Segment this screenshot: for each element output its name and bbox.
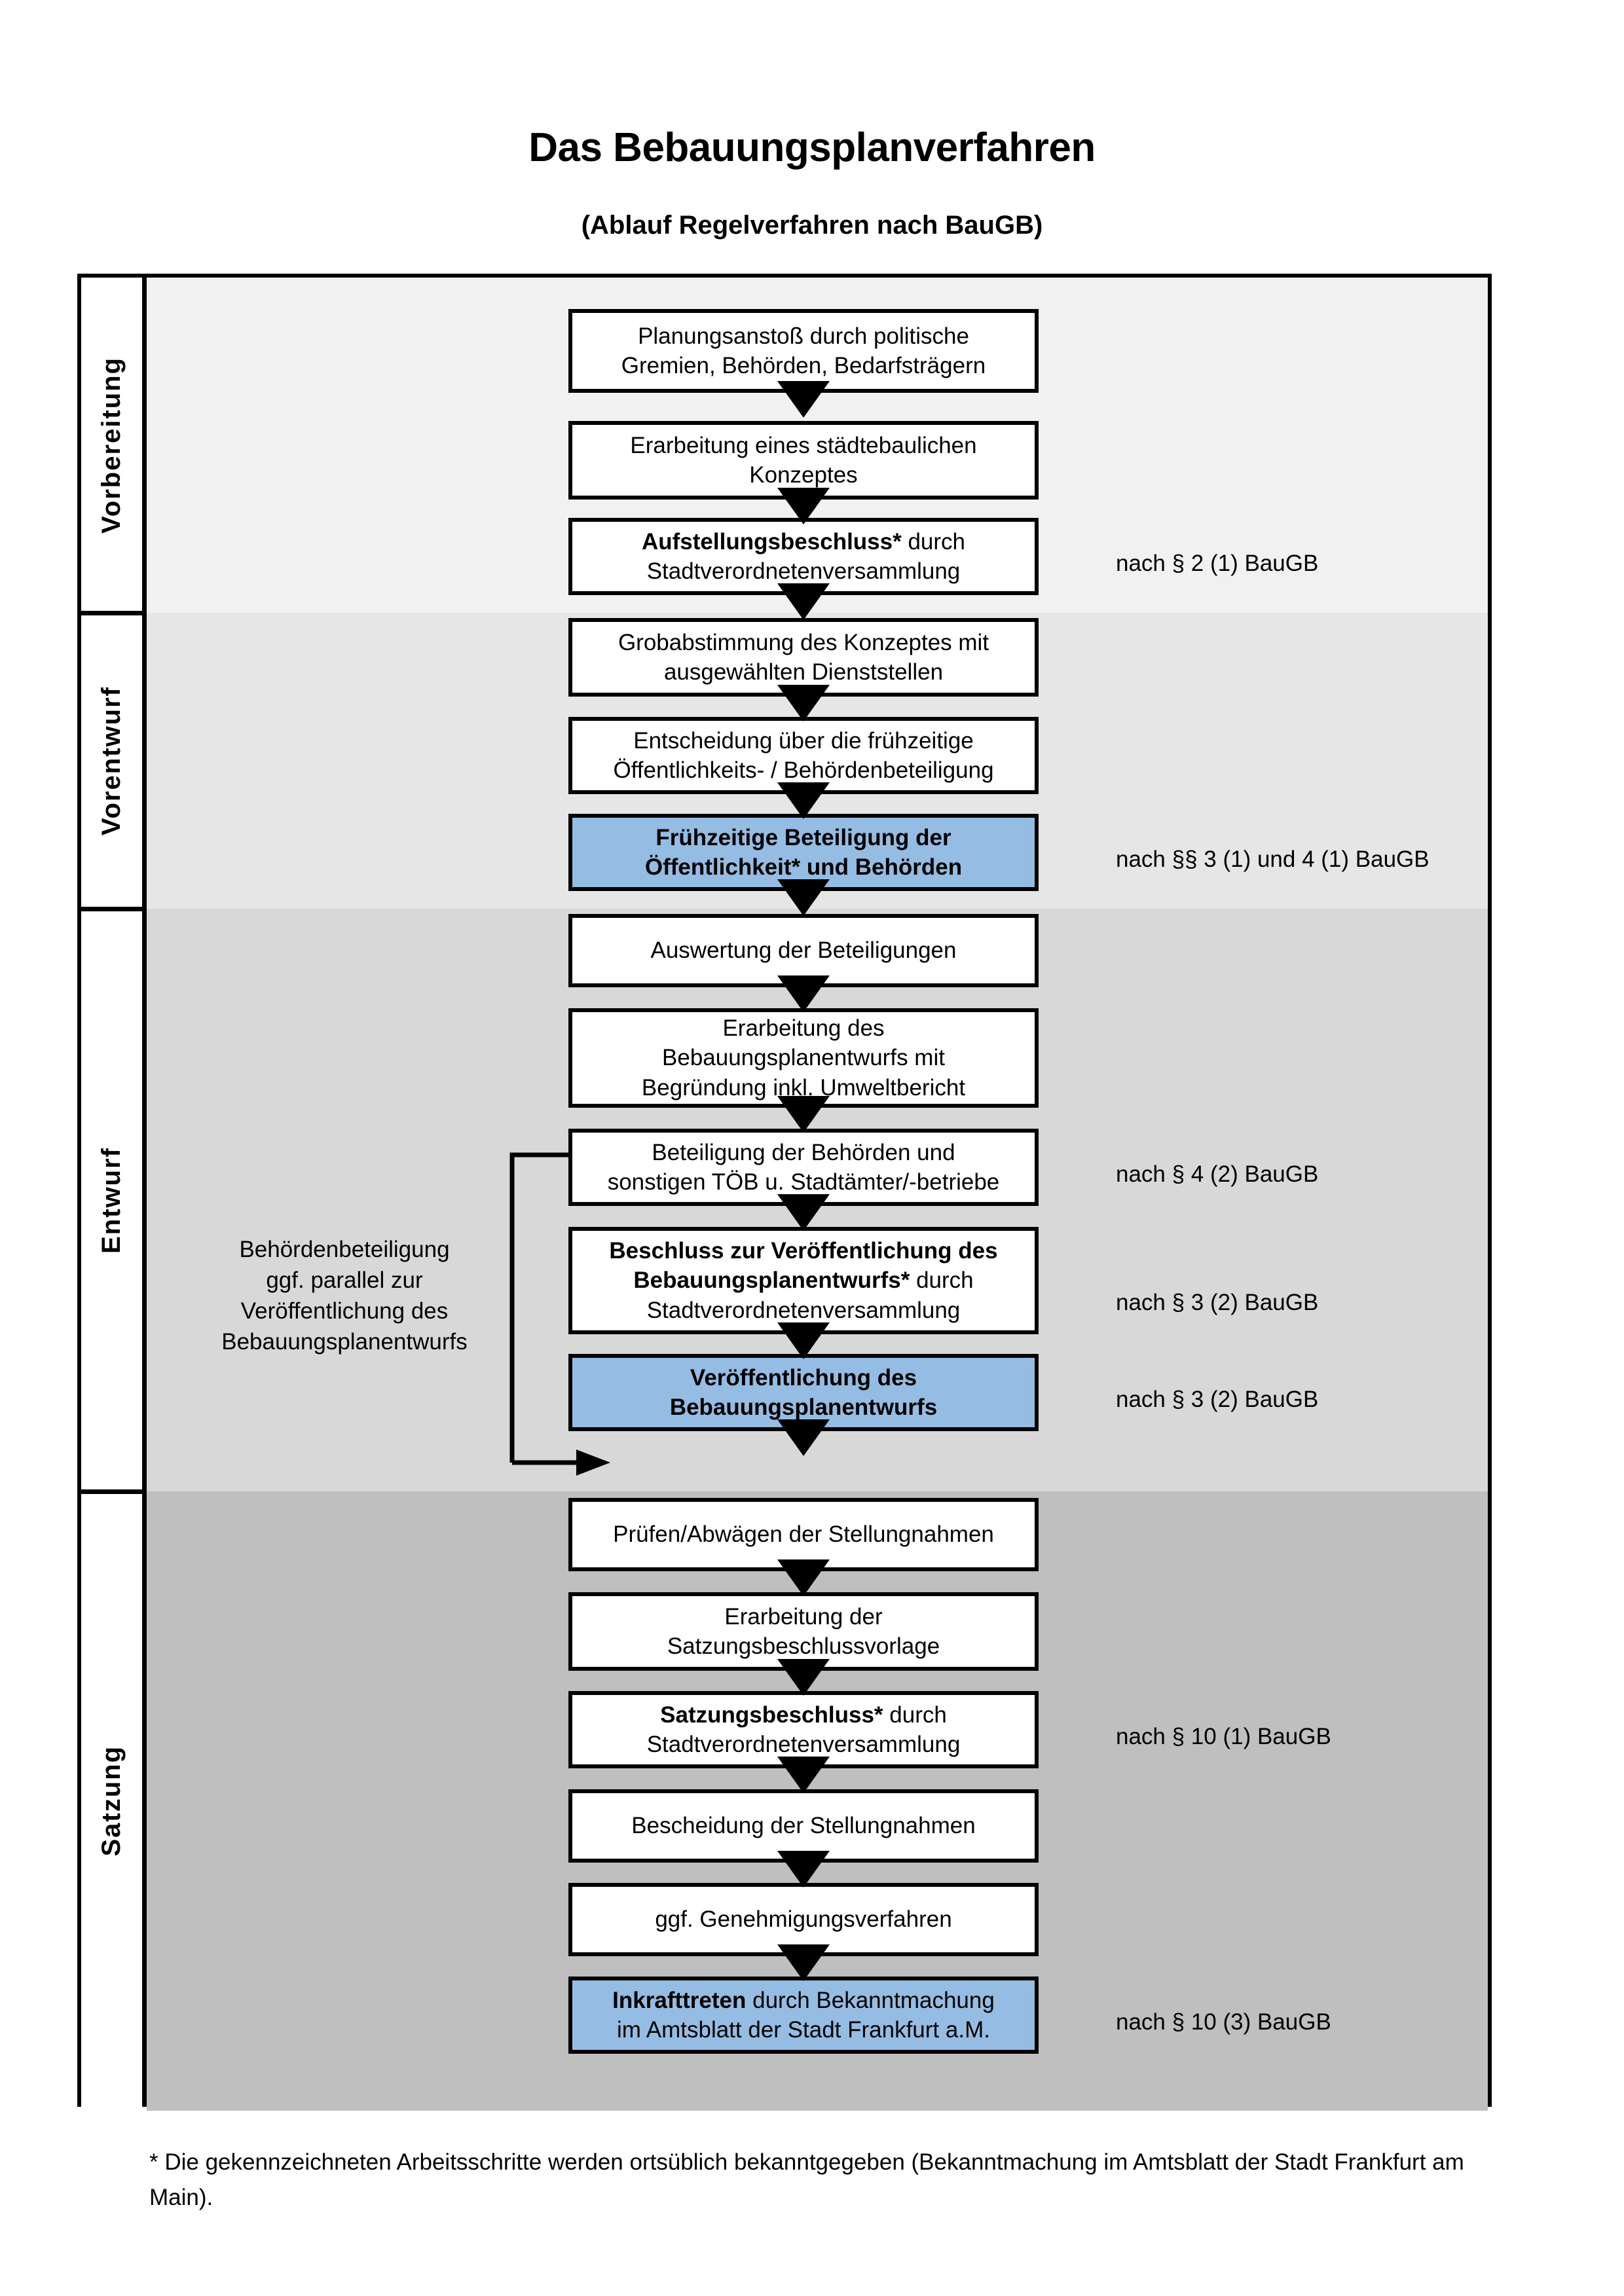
sidenote-line: Veröffentlichung des: [240, 1298, 449, 1324]
flow-arrow-down: [777, 975, 830, 1012]
flow-step-line-emphasis: Bebauungsplanentwurfs*: [633, 1267, 910, 1294]
flow-step-inkrafttreten[interactable]: Inkrafttreten durch Bekanntmachung im Amt…: [568, 1977, 1039, 2054]
flow-step-line: Stadtverordnetenversammlung: [646, 558, 961, 584]
flow-arrow-down: [777, 1851, 830, 1887]
flow-step-line: Aufstellungsbeschluss* durch: [641, 528, 966, 555]
flow-step-line: Satzungsbeschlussvorlage: [667, 1633, 940, 1659]
flow-step-line: Stadtverordnetenversammlung: [646, 1732, 961, 1757]
flow-step-line: Konzeptes: [749, 462, 858, 488]
flow-arrow-down: [777, 488, 830, 524]
flow-step-line: Bebauungsplanentwurfs mit: [662, 1045, 945, 1071]
phase-divider: [81, 1489, 147, 1494]
flow-step-line-emphasis: Aufstellungsbeschluss*: [641, 528, 902, 555]
flow-step-line: Stadtverordnetenversammlung: [646, 1297, 961, 1323]
phase-label-entwurf: Entwurf: [81, 909, 142, 1491]
legal-reference-fruehzeitige-beteiligung: nach §§ 3 (1) und 4 (1) BauGB: [1116, 847, 1430, 872]
legal-reference-aufstellungsbeschluss: nach § 2 (1) BauGB: [1116, 551, 1319, 576]
phase-label-satzung: Satzung: [81, 1491, 142, 2111]
flow-step-pruefen-abwaegen[interactable]: Prüfen/Abwägen der Stellungnahmen: [568, 1498, 1039, 1571]
flow-step-line: Erarbeitung des: [722, 1015, 885, 1041]
flow-arrow-down: [777, 381, 830, 418]
phase-divider: [81, 611, 147, 615]
phase-label-vorentwurf: Vorentwurf: [81, 613, 142, 909]
flow-arrow-down: [777, 685, 830, 721]
page-title: Das Bebauungsplanverfahren: [528, 125, 1096, 170]
flow-arrow-down: [777, 1096, 830, 1133]
flow-step-line-emphasis: Bebauungsplanentwurfs: [669, 1394, 938, 1420]
legal-reference-veroeffentlichung-entwurf: nach § 3 (2) BauGB: [1116, 1387, 1319, 1412]
flow-step-line: Bebauungsplanentwurfs* durch: [633, 1267, 974, 1294]
flow-arrow-down: [777, 1659, 830, 1696]
flow-step-line: Inkrafttreten durch Bekanntmachung: [612, 1987, 995, 2013]
flow-step-line: sonstigen TÖB u. Stadtämter/-betriebe: [607, 1169, 1000, 1195]
flow-step-grobabstimmung[interactable]: Grobabstimmung des Konzeptes mit ausgewäh…: [568, 618, 1039, 697]
flow-step-line: Grobabstimmung des Konzeptes mit: [618, 629, 989, 655]
flow-step-line: Prüfen/Abwägen der Stellungnahmen: [613, 1522, 994, 1548]
flow-step-line: Satzungsbeschluss* durch: [660, 1702, 947, 1728]
flow-arrow-down: [777, 583, 830, 620]
flow-step-line: Veröffentlichung des: [670, 1363, 937, 1393]
flow-step-line: ausgewählten Dienststellen: [663, 659, 944, 685]
legal-reference-beschluss-veroeffentlichung: nach § 3 (2) BauGB: [1116, 1290, 1319, 1315]
flow-arrow-down: [777, 879, 830, 916]
flow-step-line: Beschluss zur Veröffentlichung des: [609, 1236, 997, 1266]
flow-step-line: Öffentlichkeits- / Behördenbeteiligung: [613, 757, 994, 783]
flow-step-line: Öffentlichkeit* und Behörden: [645, 852, 962, 883]
sidenote-line: Behördenbeteiligung: [239, 1237, 450, 1262]
flow-step-line-emphasis: Veröffentlichung des: [690, 1364, 917, 1391]
page-subtitle: (Ablauf Regelverfahren nach BauGB): [581, 211, 1043, 240]
flow-arrow-down: [777, 1194, 830, 1231]
flow-step-line: Erarbeitung der: [724, 1603, 883, 1630]
flow-arrow-down: [777, 1944, 830, 1981]
flow-arrow-down: [777, 1419, 830, 1456]
flow-step-line: Bebauungsplanentwurfs: [670, 1393, 937, 1423]
flow-step-line: Beteiligung der Behörden und: [652, 1139, 955, 1165]
flow-step-line: Gremien, Behörden, Bedarfsträgern: [621, 353, 986, 378]
flow-step-line-emphasis: Frühzeitige Beteiligung der: [655, 824, 951, 850]
flow-step-line-emphasis: Inkrafttreten: [612, 1987, 747, 2013]
flow-step-line: Frühzeitige Beteiligung der: [645, 823, 962, 853]
flow-step-bescheidung[interactable]: Bescheidung der Stellungnahmen: [568, 1789, 1039, 1863]
phase-label-text: Vorentwurf: [97, 685, 126, 836]
phase-label-vorbereitung: Vorbereitung: [81, 278, 142, 613]
phase-label-text: Vorbereitung: [97, 357, 126, 534]
flow-arrow-down: [777, 1322, 830, 1359]
phase-label-text: Entwurf: [97, 1146, 126, 1254]
footnote: * Die gekennzeichneten Arbeitsschritte w…: [149, 2149, 1464, 2211]
flow-step-line: ggf. Genehmigungsverfahren: [655, 1906, 952, 1933]
flow-step-line: Erarbeitung eines städtebaulichen: [630, 432, 977, 458]
flow-step-line-emphasis: Öffentlichkeit* und Behörden: [644, 854, 963, 880]
flow-step-line: Auswertung der Beteiligungen: [650, 938, 957, 964]
phase-divider: [81, 907, 147, 911]
sidenote-line: ggf. parallel zur: [266, 1267, 423, 1293]
flow-step-line: im Amtsblatt der Stadt Frankfurt a.M.: [617, 2017, 990, 2043]
flow-arrow-down: [777, 1757, 830, 1793]
flow-step-line: Bescheidung der Stellungnahmen: [631, 1813, 976, 1839]
legal-reference-beteiligung-behoerden: nach § 4 (2) BauGB: [1116, 1161, 1319, 1187]
flow-arrow-down: [777, 1559, 830, 1596]
flow-step-line: Planungsanstoß durch politische: [638, 323, 969, 349]
legal-reference-inkrafttreten: nach § 10 (3) BauGB: [1116, 2009, 1331, 2035]
flow-step-line: Entscheidung über die frühzeitige: [633, 727, 974, 754]
sidenote-line: Bebauungsplanentwurfs: [221, 1328, 468, 1355]
flow-arrow-down: [777, 782, 830, 819]
flow-step-line-emphasis: Beschluss zur Veröffentlichung des: [609, 1237, 998, 1264]
legal-reference-satzungsbeschluss: nach § 10 (1) BauGB: [1116, 1724, 1331, 1749]
flow-step-line-emphasis: Satzungsbeschluss*: [660, 1702, 883, 1728]
phase-label-text: Satzung: [97, 1745, 126, 1857]
